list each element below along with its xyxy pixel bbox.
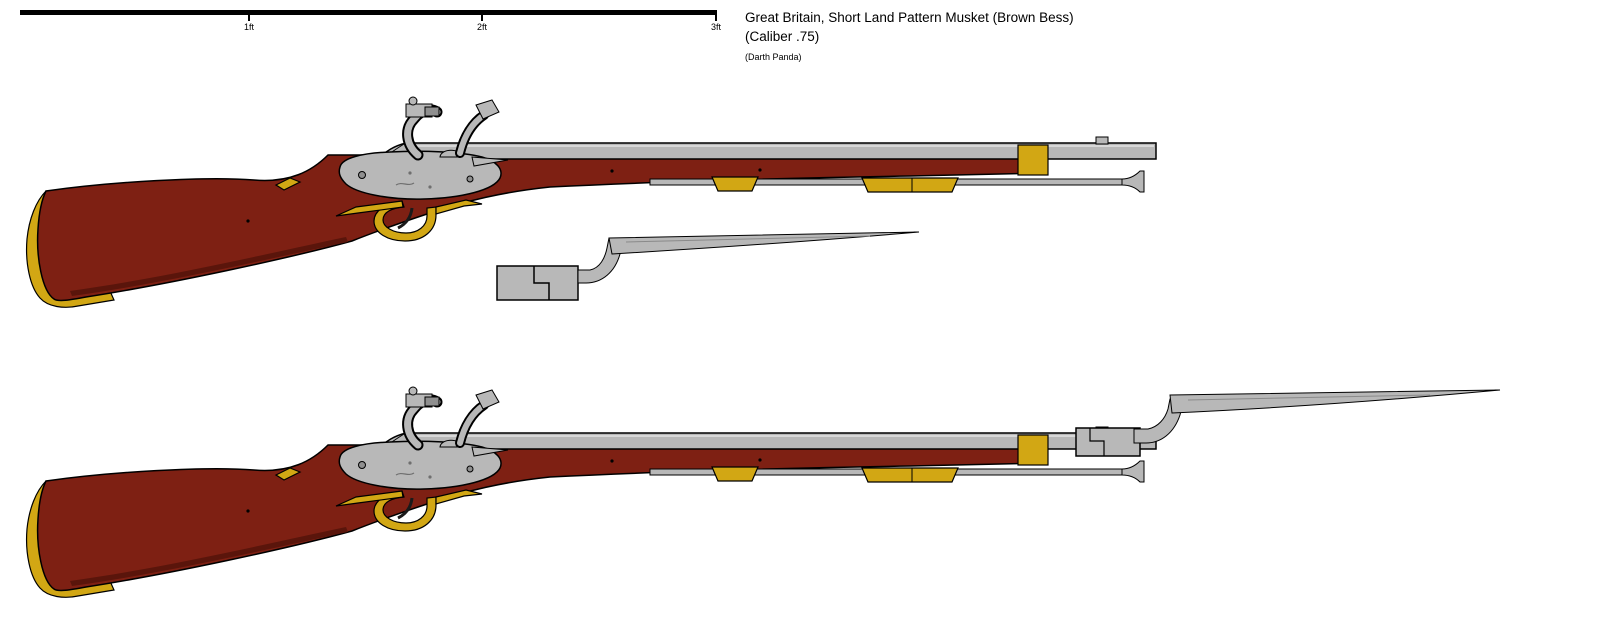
bayonet-detached: [496, 231, 920, 301]
bayonet-blade: [608, 231, 920, 255]
fixed-bayonet-slot: [1089, 428, 1105, 456]
scale-tick-2ft: [481, 10, 483, 21]
illustration-title: Great Britain, Short Land Pattern Musket…: [745, 10, 1074, 25]
scale-bar-line: [20, 10, 717, 15]
fixed-bayonet-fuller: [1187, 394, 1431, 401]
bayonet-fixed: [1075, 389, 1501, 457]
scale-label-1ft: 1ft: [243, 22, 255, 32]
scale-bar: 1ft 2ft 3ft: [20, 10, 722, 44]
scale-tick-1ft: [248, 10, 250, 21]
title-block: Great Britain, Short Land Pattern Musket…: [745, 10, 1265, 63]
fixed-bayonet-socket: [1075, 427, 1141, 457]
fixed-bayonet-blade: [1169, 389, 1501, 414]
scale-label-3ft: 3ft: [710, 22, 722, 32]
musket-bottom-view: [27, 387, 1156, 597]
scale-tick-3ft: [715, 10, 717, 21]
author-credit: (Darth Panda): [745, 52, 802, 62]
bayonet-socket-slot: [533, 266, 550, 300]
caliber-subtitle: (Caliber .75): [745, 29, 820, 44]
bayonet-fuller: [625, 235, 871, 243]
bayonet-socket: [496, 265, 579, 301]
scale-label-2ft: 2ft: [476, 22, 488, 32]
musket-bottom-view-group: [27, 387, 1501, 597]
